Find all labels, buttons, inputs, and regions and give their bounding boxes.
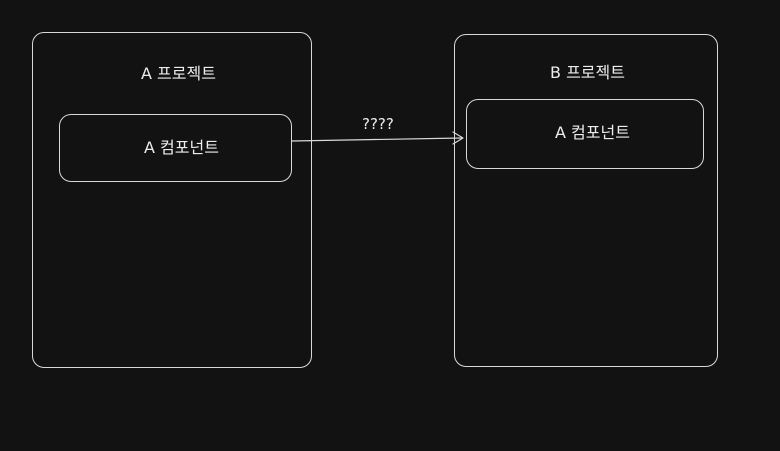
project-a-title: A 프로젝트 xyxy=(141,64,216,83)
project-a-component-box xyxy=(59,114,292,182)
arrow-label: ???? xyxy=(362,115,394,133)
project-b-component-label: A 컴포넌트 xyxy=(555,123,630,142)
project-b-container xyxy=(454,34,718,367)
arrow-line xyxy=(291,137,463,142)
project-a-component-label: A 컴포넌트 xyxy=(144,138,219,157)
project-b-title: B 프로젝트 xyxy=(550,63,625,82)
project-b-component-box xyxy=(466,99,704,169)
project-a-container xyxy=(32,32,312,368)
